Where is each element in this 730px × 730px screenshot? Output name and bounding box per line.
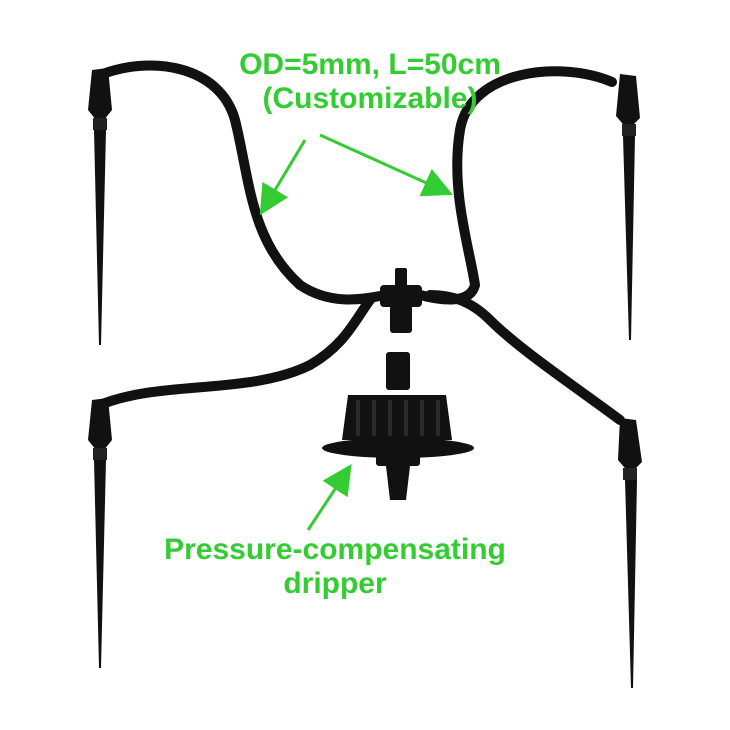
four-way-splitter (380, 268, 422, 333)
tube-bottom-left (95, 295, 375, 410)
stake-top-left (88, 68, 112, 345)
tube-spec-line: OD=5mm, L=50cm (239, 48, 501, 81)
stake-top-right (616, 74, 640, 340)
dripper-annotation: Pressure-compensating dripper (110, 533, 560, 600)
tube-spec-annotation: OD=5mm, L=50cm (Customizable) (150, 48, 590, 115)
stake-bottom-left (88, 398, 112, 668)
pressure-compensating-dripper (322, 352, 474, 500)
annotation-arrows (259, 133, 453, 531)
tube-customizable-line: (Customizable) (262, 81, 478, 115)
micro-tubes (95, 60, 625, 425)
arrow-to-right-tube (319, 133, 453, 197)
dripper-word-line: dripper (283, 566, 387, 600)
arrow-to-left-tube (259, 139, 307, 216)
dripper-type-line: Pressure-compensating (164, 533, 506, 566)
stake-bottom-right (618, 418, 642, 688)
tube-top-left (95, 60, 390, 305)
tube-bottom-right (425, 290, 625, 425)
arrow-to-dripper (306, 463, 352, 531)
